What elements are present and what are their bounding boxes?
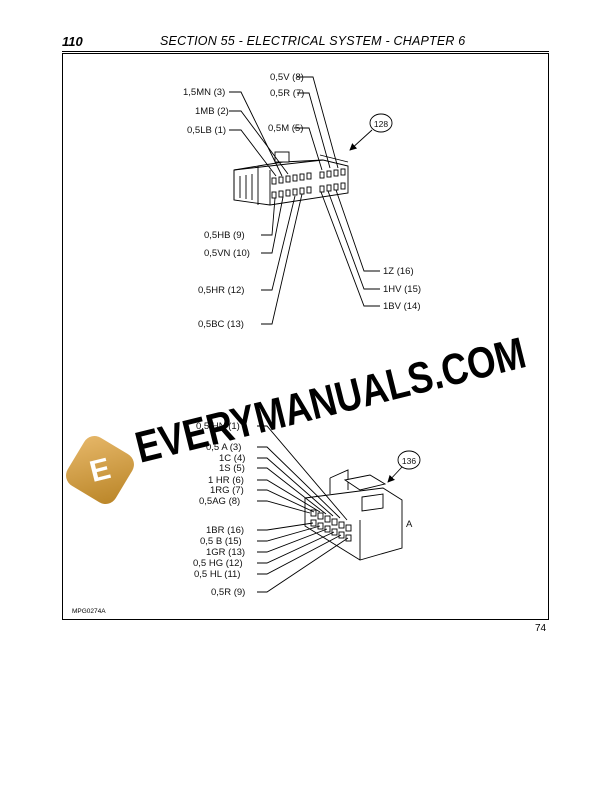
label-0-5hr-12: 0,5HR (12) <box>198 285 244 296</box>
label-0-5hl-11: 0,5 HL (11) <box>194 569 240 580</box>
label-1hr-6: 1 HR (6) <box>208 475 244 486</box>
label-1z-16: 1Z (16) <box>383 266 414 277</box>
label-1rg-7: 1RG (7) <box>210 485 244 496</box>
label-1c-4: 1C (4) <box>219 453 245 464</box>
label-1br-16: 1BR (16) <box>206 525 244 536</box>
callout-128: 128 <box>374 119 388 129</box>
label-0-5bc-13: 0,5BC (13) <box>198 319 244 330</box>
view-label-a: A <box>406 519 413 530</box>
label-1s-5: 1S (5) <box>219 463 245 474</box>
watermark-text: EVERYMANUALS.COM <box>131 328 531 472</box>
footer-page-number: 74 <box>535 623 547 634</box>
label-0-5a-3: 0,5 A (3) <box>206 442 241 453</box>
label-0-5r-9: 0,5R (9) <box>211 587 245 598</box>
label-0-5r-7: 0,5R (7) <box>270 88 304 99</box>
label-0-5hg-12: 0,5 HG (12) <box>193 558 243 569</box>
label-0-5v-8: 0,5V (8) <box>270 72 304 83</box>
label-1mb-2: 1MB (2) <box>195 106 229 117</box>
connector-128 <box>229 76 393 325</box>
label-1hv-15: 1HV (15) <box>383 284 421 295</box>
label-0-5m-5: 0,5M (5) <box>268 123 303 134</box>
label-1-5mn-3: 1,5MN (3) <box>183 87 225 98</box>
watermark-logo-icon: E <box>66 436 134 504</box>
label-1bv-14: 1BV (14) <box>383 301 421 312</box>
header-rule <box>62 51 549 52</box>
label-1gr-13: 1GR (13) <box>206 547 245 558</box>
page-header: 110 SECTION 55 - ELECTRICAL SYSTEM - CHA… <box>62 34 549 50</box>
watermark: E EVERYMANUALS.COM <box>66 328 531 504</box>
label-0-5vn-10: 0,5VN (10) <box>204 248 250 259</box>
label-0-5lb-1: 0,5LB (1) <box>187 125 226 136</box>
label-0-5ag-8: 0,5AG (8) <box>199 496 240 507</box>
figure-frame <box>62 53 549 620</box>
page-number: 110 <box>62 34 83 49</box>
figure-reference: MPG0274A <box>72 608 106 615</box>
label-0-5hb-9: 0,5HB (9) <box>204 230 245 241</box>
callout-136: 136 <box>402 456 416 466</box>
label-0-5b-15: 0,5 B (15) <box>200 536 242 547</box>
section-title: SECTION 55 - ELECTRICAL SYSTEM - CHAPTER… <box>160 34 466 48</box>
connector-136 <box>257 425 421 593</box>
label-0-5hn-1: 0,5 HN (1) <box>196 421 240 432</box>
